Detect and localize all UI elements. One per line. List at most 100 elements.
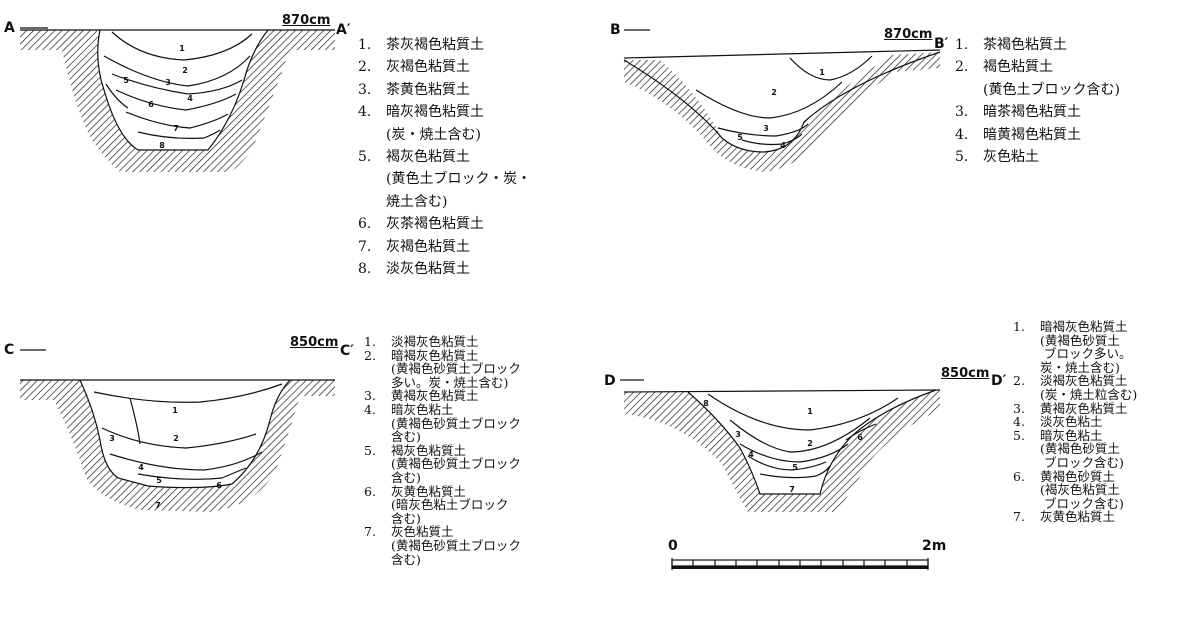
layer-label: 4 <box>780 141 786 150</box>
legend-item: 4.暗灰色粘土 (黄褐色砂質土ブロック 含む) <box>364 401 521 445</box>
section-d-pit-outline <box>687 389 937 495</box>
legend-item: 2.灰褐色粘質土 <box>358 59 470 76</box>
layer-label: 4 <box>138 463 144 472</box>
section-a-profile <box>20 27 335 172</box>
section-c-layer-boundary <box>137 467 247 480</box>
section-a-layer-boundary <box>111 31 253 61</box>
legend-item: 6.灰茶褐色粘質土 <box>358 216 484 233</box>
section-a-layer-boundary <box>103 55 251 87</box>
layer-label: 3 <box>109 434 115 443</box>
section-b-layer-boundary <box>695 81 843 119</box>
section-d-layer-boundary <box>729 417 871 453</box>
legend-item: 3.黄褐灰色粘質土 <box>364 388 479 404</box>
section-c-hatch <box>20 380 335 512</box>
section-a-end-label: A′ <box>336 22 351 38</box>
layer-label: 8 <box>703 399 709 408</box>
section-c-elevation: 850cm <box>290 335 339 350</box>
section-b-end-label: B′ <box>934 36 949 52</box>
layer-label: 5 <box>156 476 162 485</box>
legend-item: 3.茶黄色粘質土 <box>358 81 470 98</box>
section-c-pit-outline <box>79 379 291 489</box>
section-a-layer-boundary <box>125 111 229 129</box>
layer-label: 4 <box>748 450 754 459</box>
section-a-layer-boundary <box>137 129 221 139</box>
scale-bar <box>671 558 929 570</box>
layer-label: 6 <box>148 100 154 109</box>
section-c-end-label: C′ <box>340 343 354 359</box>
layer-number-labels: 1 2 3 4 5 6 7 8 1 2 3 4 5 1 2 3 4 5 6 7 … <box>109 44 863 510</box>
section-c-profile <box>20 349 335 512</box>
section-a-pit-outline <box>97 29 269 151</box>
legend-item: 7.灰黄色粘質土 <box>1013 509 1116 525</box>
section-d-end-label: D′ <box>991 373 1007 389</box>
layer-label: 2 <box>807 439 813 448</box>
legend-item: 4.暗灰褐色粘質土 (炭・焼土含む) <box>358 104 484 143</box>
section-b-datum <box>623 49 941 59</box>
legend-item: 4.暗黄褐色粘質土 <box>955 126 1081 143</box>
section-d-layer-boundary <box>739 443 849 463</box>
legend-item: 1.暗褐灰色粘質土 (黄褐色砂質土 ブロック多い。 炭・焼土含む) <box>1013 319 1132 375</box>
section-b-layer-boundary <box>717 123 809 137</box>
legend-item: 5.褐灰色粘質土 (黄褐色砂質土ブロック 含む) <box>364 442 521 485</box>
section-b-pit-outline <box>623 51 941 153</box>
layer-label: 7 <box>789 485 795 494</box>
layer-label: 3 <box>735 430 741 439</box>
layer-label: 3 <box>165 78 171 87</box>
section-d-legend: 1.暗褐灰色粘質土 (黄褐色砂質土 ブロック多い。 炭・焼土含む) 2.淡褐灰色… <box>1013 320 1137 524</box>
section-d-elevation: 850cm <box>941 366 990 381</box>
layer-label: 4 <box>187 94 193 103</box>
layer-label: 1 <box>179 44 185 53</box>
layer-label: 3 <box>763 124 769 133</box>
layer-label: 1 <box>172 406 178 415</box>
legend-item: 7.灰褐色粘質土 <box>358 238 470 255</box>
section-d-hatch <box>624 390 940 512</box>
layer-label: 2 <box>771 88 777 97</box>
layer-label: 1 <box>807 407 813 416</box>
legend-item: 3.暗茶褐色粘質土 <box>955 104 1081 121</box>
layer-label: 2 <box>173 434 179 443</box>
section-d-start-label: D <box>604 373 616 389</box>
layer-label: 6 <box>216 481 222 490</box>
section-c-legend: 1.淡褐灰色粘質土 2.暗褐灰色粘質土 (黄褐色砂質土ブロック 多い。炭・焼土含… <box>364 335 521 566</box>
legend-item: 6.灰黄色粘質土 (暗灰色粘土ブロック 含む) <box>364 483 509 526</box>
section-a-legend: 1.茶灰褐色粘質土 2.灰褐色粘質土 3.茶黄色粘質土 4.暗灰褐色粘質土 (炭… <box>358 34 531 280</box>
section-b-hatch <box>624 52 940 172</box>
legend-item: 6.黄褐色砂質土 (褐灰色粘質土 ブロック含む) <box>1013 468 1124 511</box>
section-d-layer-boundary <box>707 393 899 431</box>
legend-item: 2.褐色粘質土 (黄色土ブロック含む) <box>955 59 1120 98</box>
section-b-start-label: B <box>610 22 621 38</box>
section-d-layer-boundary <box>845 423 877 441</box>
legend-item: 1.茶灰褐色粘質土 <box>358 37 484 53</box>
section-a-layer-boundary <box>105 83 129 109</box>
legend-item: 1.茶褐色粘質土 <box>955 37 1067 53</box>
section-c-layer-boundary <box>109 451 263 471</box>
legend-item: 1.淡褐灰色粘質土 <box>364 334 479 349</box>
section-a-layer-boundary <box>111 73 243 95</box>
section-b-layer-boundary <box>789 55 873 81</box>
section-a-layer-boundary <box>115 89 237 111</box>
layer-label: 5 <box>737 133 743 142</box>
section-c-layer-boundary <box>129 397 141 445</box>
legend-item: 2.暗褐灰色粘質土 (黄褐色砂質土ブロック 多い。炭・焼土含む) <box>364 347 521 390</box>
section-c-start-label: C <box>4 342 15 358</box>
layer-label: 6 <box>857 433 863 442</box>
section-b-legend: 1.茶褐色粘質土 2.褐色粘質土 (黄色土ブロック含む) 3.暗茶褐色粘質土 4… <box>955 34 1120 168</box>
legend-item: 5.灰色粘土 <box>955 149 1039 166</box>
section-b-elevation: 870cm <box>884 27 933 42</box>
section-d-layer-boundary <box>747 455 827 471</box>
section-c-layer-boundary <box>93 383 283 403</box>
legend-item: 5.暗灰色粘土 (黄褐色砂質土 ブロック含む) <box>1013 427 1124 470</box>
section-a-hatch <box>20 30 335 172</box>
section-b-profile <box>623 29 941 172</box>
legend-item: 8.淡灰色粘質土 <box>358 261 470 278</box>
section-c-layer-boundary <box>101 427 257 449</box>
layer-label: 5 <box>123 76 129 85</box>
layer-label: 2 <box>182 66 188 75</box>
layer-label: 8 <box>159 141 165 150</box>
legend-item: 5.褐灰色粘質土 (黄色土ブロック・炭・ 焼土含む) <box>358 149 532 210</box>
scale-end-label: 2m <box>922 538 947 554</box>
layer-label: 1 <box>819 68 825 77</box>
layer-label: 7 <box>155 501 161 510</box>
section-a-start-label: A <box>4 20 15 36</box>
